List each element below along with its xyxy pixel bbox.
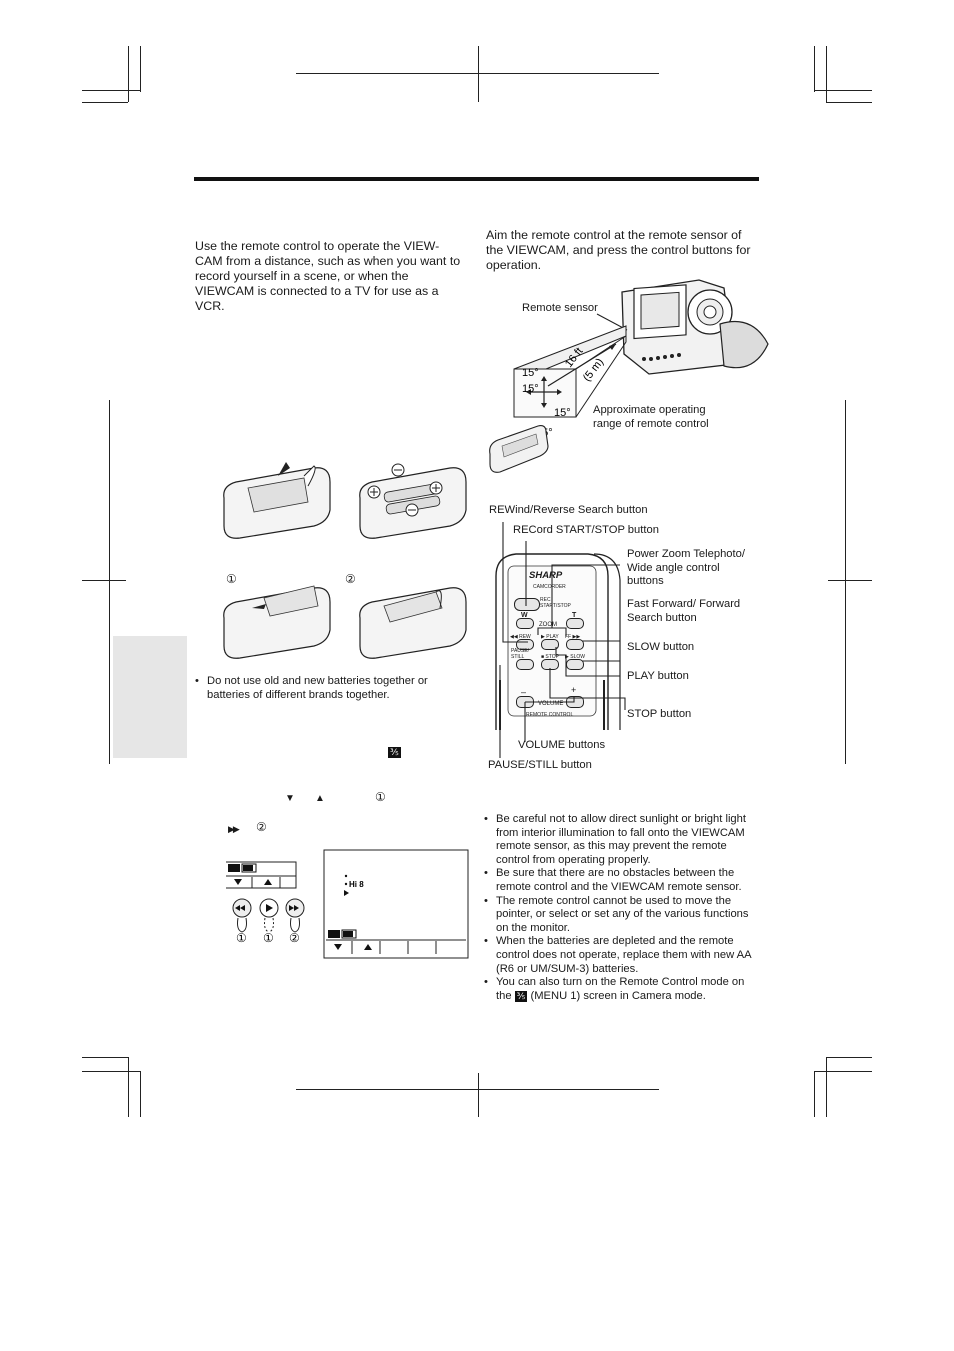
zoom-w-label: W	[521, 612, 528, 619]
remote-sensor-label: Remote sensor	[522, 302, 598, 314]
angle-right: 15°	[554, 407, 571, 419]
fast-forward-icon: ▶▶	[228, 824, 240, 834]
volume-minus-label: –	[521, 687, 527, 697]
pause-device-label: PAUSE/ STILL	[511, 648, 529, 660]
arrow-up-icon: ▲	[315, 793, 325, 804]
zoom-callout: Power Zoom Telephoto/ Wide angle control…	[627, 548, 745, 588]
remote-footer-label: REMOTE CONTROL	[526, 712, 574, 718]
volume-callout: VOLUME buttons	[518, 739, 606, 751]
ff-device-label: FF ▶▶	[565, 634, 581, 640]
operating-range-diagram: 15° 15° 15° 15° 16 ft (5 m)	[489, 279, 769, 473]
remote-battery-insert-illustration	[359, 463, 467, 539]
play-callout: PLAY button	[627, 670, 689, 682]
step-mark-2: ②	[256, 820, 267, 834]
range-label: Approximate operating range of remote co…	[593, 404, 709, 430]
play-device-label: ▶ PLAY	[541, 634, 559, 640]
screen-hi8-label: Hi 8	[349, 880, 364, 889]
note-item: Be sure that there are no obstacles betw…	[484, 867, 756, 894]
stop-callout: STOP button	[627, 708, 692, 720]
side-tab	[113, 636, 187, 758]
remote-open-cover-illustration	[223, 462, 331, 539]
step-mark-1: ①	[375, 790, 386, 804]
battery-step-1: ①	[226, 572, 237, 586]
rew-button[interactable]	[516, 639, 534, 650]
arrow-down-icon: ▼	[285, 793, 295, 804]
ff-callout: Fast Forward/ Forward Search button	[627, 598, 741, 624]
battery-illustrations	[223, 462, 467, 659]
note-item: The remote control cannot be used to mov…	[484, 895, 756, 936]
rew-callout: REWind/Reverse Search button	[489, 504, 648, 516]
battery-note: Do not use old and new batteries togethe…	[195, 675, 445, 702]
note-item: When the batteries are depleted and the …	[484, 935, 756, 976]
notes-list: Be careful not to allow direct sunlight …	[484, 813, 756, 1003]
rec-callout: RECord START/STOP button	[513, 524, 659, 536]
battery-note-item: Do not use old and new batteries togethe…	[195, 675, 445, 702]
svg-text:①: ①	[263, 931, 274, 945]
zoom-label: ZOOM	[539, 622, 557, 628]
note-item-last: You can also turn on the Remote Control …	[484, 976, 756, 1003]
ff-button[interactable]	[566, 639, 584, 650]
play-button[interactable]	[541, 639, 559, 650]
rew-device-label: ◀◀ REW	[510, 634, 531, 640]
slow-device-label: ▶ SLOW	[565, 654, 585, 660]
header-rule	[194, 177, 759, 181]
intro-left: Use the remote control to operate the VI…	[195, 239, 461, 313]
intro-right: Aim the remote control at the remote sen…	[486, 228, 751, 272]
stop-device-label: ■ STOP	[541, 654, 559, 660]
remote-brand: SHARP	[529, 570, 563, 581]
rec-button-label: REC START/STOP	[540, 597, 571, 609]
rec-start-stop-button[interactable]	[514, 598, 540, 611]
zoom-tele-button[interactable]	[566, 618, 584, 629]
pause-callout: PAUSE/STILL button	[488, 759, 592, 771]
angle-top: 15°	[522, 367, 539, 379]
remote-model: CAMCORDER	[533, 584, 566, 590]
angle-left: 15°	[522, 383, 539, 395]
pause-still-button[interactable]	[516, 659, 534, 670]
slow-callout: SLOW button	[627, 641, 695, 653]
volume-device-label: VOLUME	[538, 701, 564, 707]
callout-lines	[499, 522, 626, 758]
remote-close-cover-step-2	[359, 587, 467, 659]
note-item: Be careful not to allow direct sunlight …	[484, 813, 756, 867]
distance-m: (5 m)	[581, 356, 606, 384]
battery-step-2: ②	[345, 572, 356, 586]
menu-screens-illustration: ① ① ② Hi 8	[226, 849, 469, 959]
menu-icon: ⅗	[388, 747, 401, 758]
zoom-t-label: T	[572, 612, 577, 619]
svg-text:①: ①	[236, 931, 247, 945]
remote-close-cover-step-1	[223, 585, 331, 659]
menu-icon-inline: ⅗	[514, 990, 528, 1002]
camcorder-illustration	[621, 279, 769, 375]
svg-text:②: ②	[289, 931, 300, 945]
zoom-wide-button[interactable]	[516, 618, 534, 629]
volume-plus-label: +	[571, 685, 577, 695]
